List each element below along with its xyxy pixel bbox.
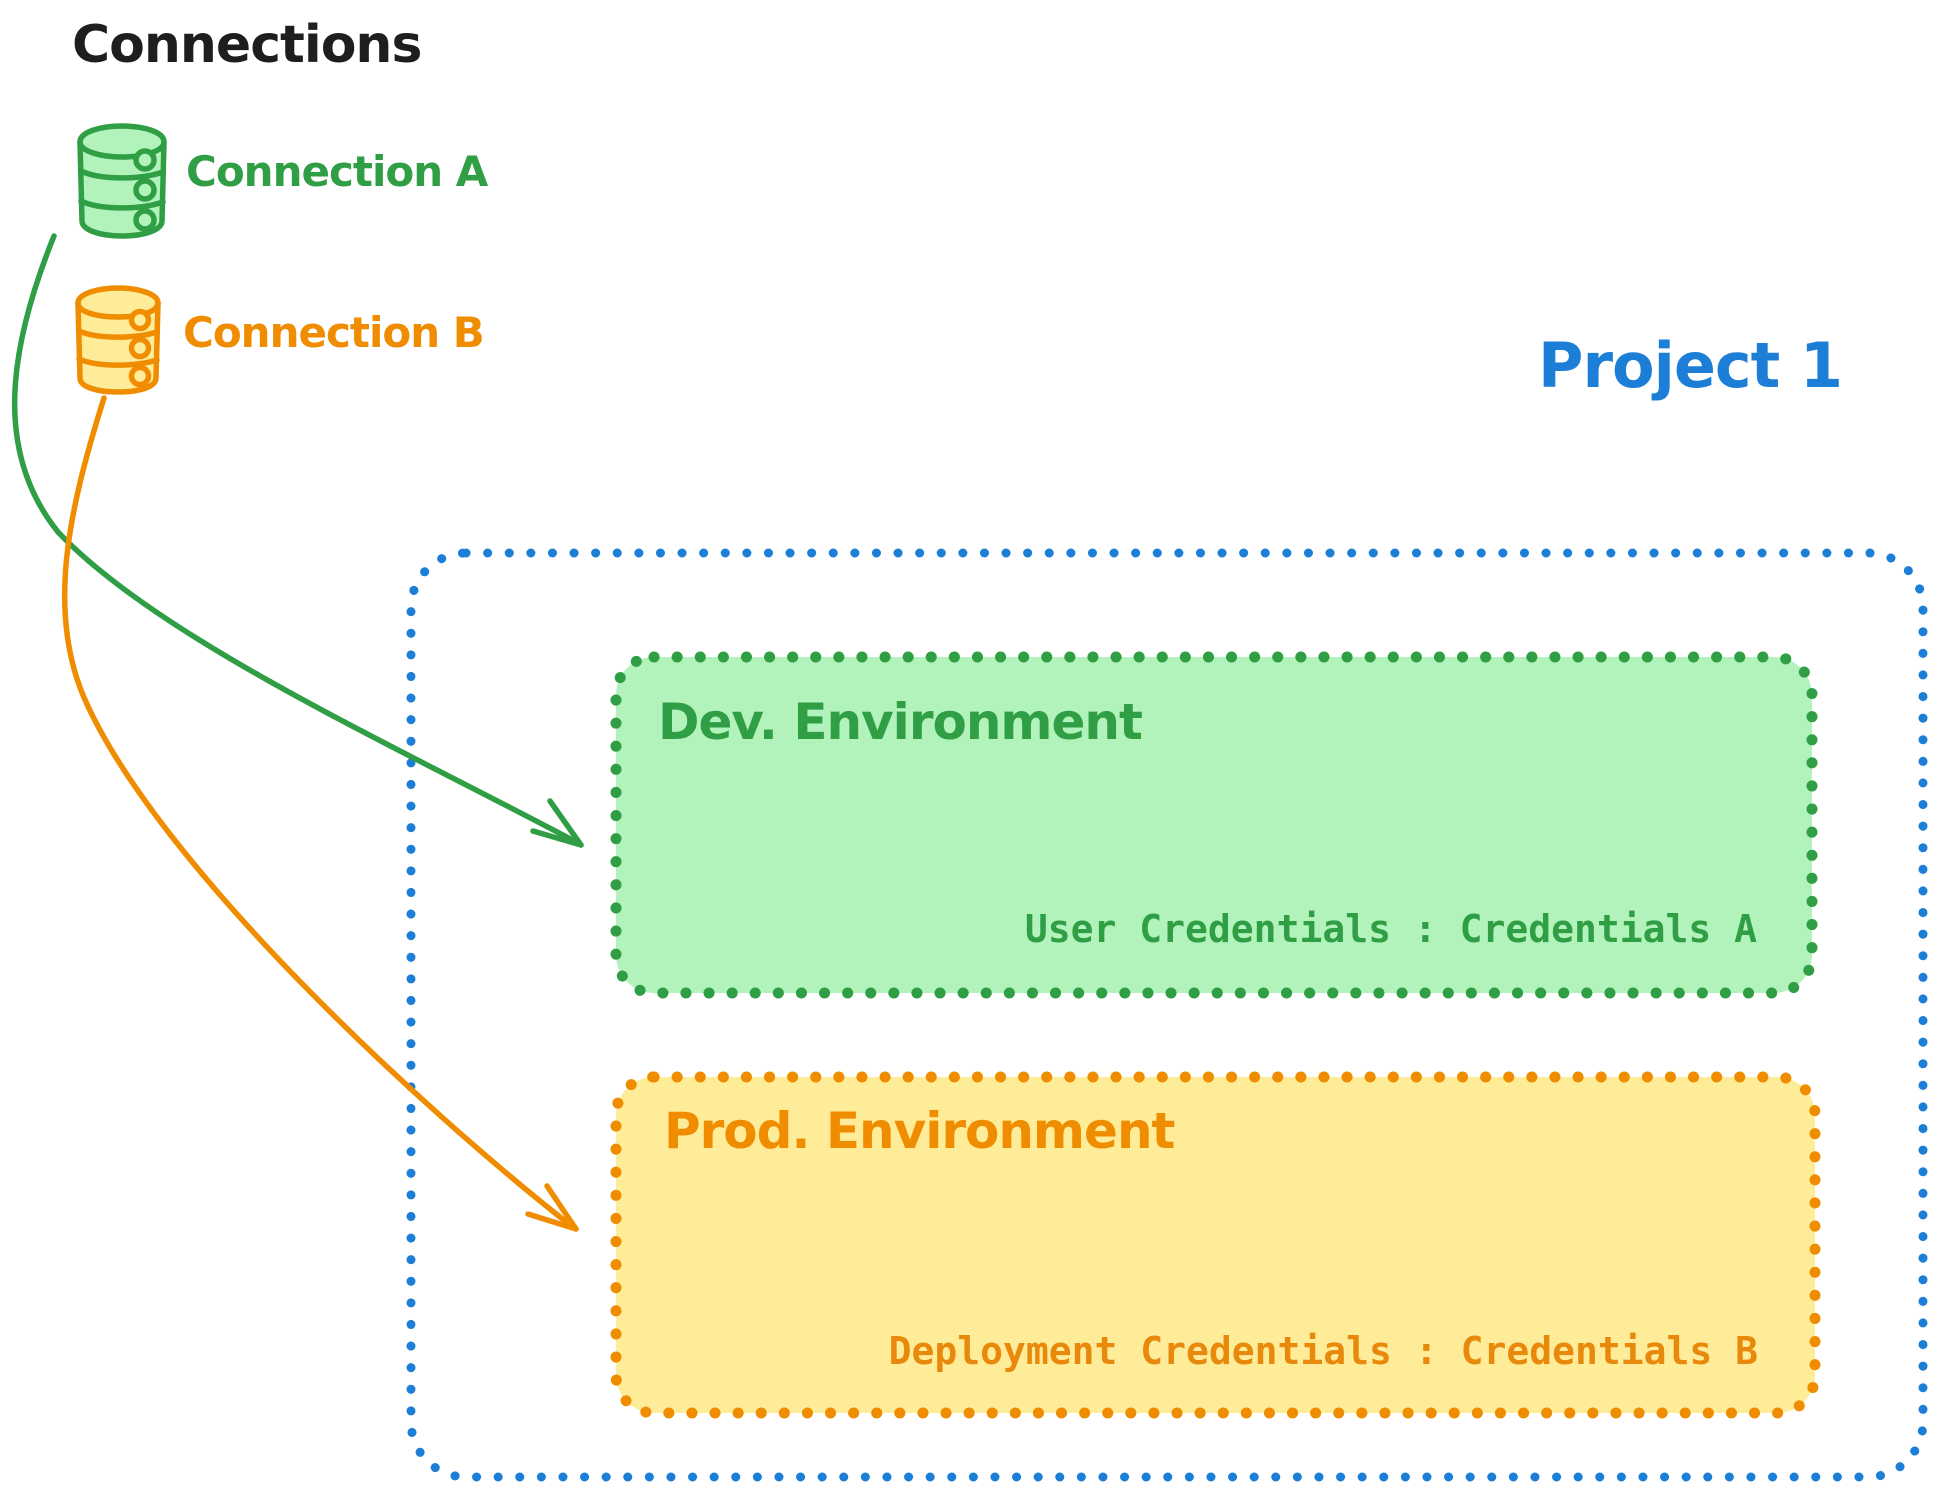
database-icon — [75, 285, 161, 395]
connection-b-arrow — [61, 395, 579, 1232]
project-container-box — [406, 548, 1928, 1482]
dev-environment-title: Dev. Environment — [658, 693, 1143, 751]
connections-title: Connections — [72, 15, 422, 75]
dev-environment-box — [610, 651, 1818, 999]
connection-a-label: Connection A — [186, 147, 488, 196]
prod-credentials-text: Deployment Credentials : Credentials B — [888, 1329, 1758, 1373]
project-title: Project 1 — [1538, 329, 1843, 402]
connection-b-label: Connection B — [183, 308, 485, 357]
connection-a-arrow — [11, 233, 584, 848]
dev-credentials-text: User Credentials : Credentials A — [1024, 907, 1757, 951]
prod-environment-box — [610, 1071, 1821, 1419]
prod-environment-title: Prod. Environment — [664, 1102, 1175, 1160]
database-icon — [77, 123, 167, 239]
